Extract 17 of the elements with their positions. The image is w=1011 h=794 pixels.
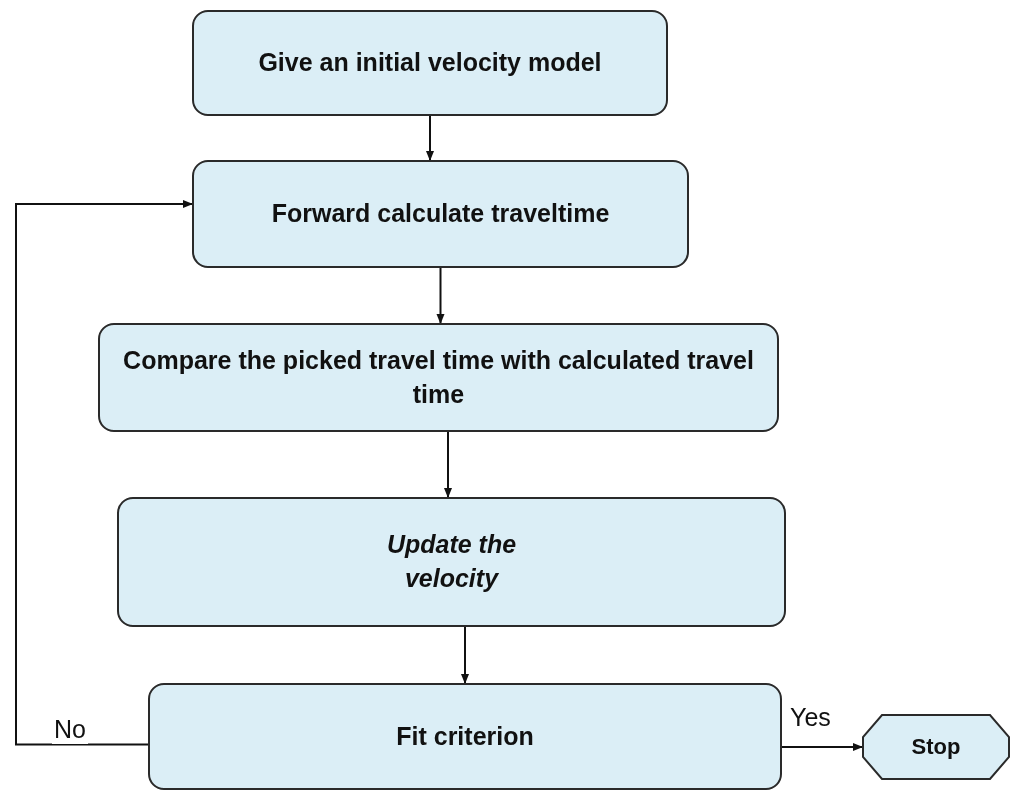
process-box [192, 160, 689, 268]
box-text: Forward calculate traveltime [271, 198, 610, 230]
box-text: Stop [911, 733, 961, 762]
arrow [15, 200, 193, 746]
process-box [117, 497, 786, 627]
process-box [98, 323, 779, 432]
box-text: Update the velocity [385, 529, 518, 594]
arrow [781, 743, 863, 751]
arrow [461, 626, 469, 684]
box-text: Give an initial velocity model [258, 47, 602, 79]
box-text: Compare the picked travel time with calculated travel time [122, 344, 755, 410]
process-box [148, 683, 782, 790]
box-text: Fit criterion [396, 720, 534, 752]
arrow [444, 431, 452, 498]
arrow [436, 267, 445, 324]
process-box [192, 10, 668, 116]
arrow [426, 115, 434, 161]
